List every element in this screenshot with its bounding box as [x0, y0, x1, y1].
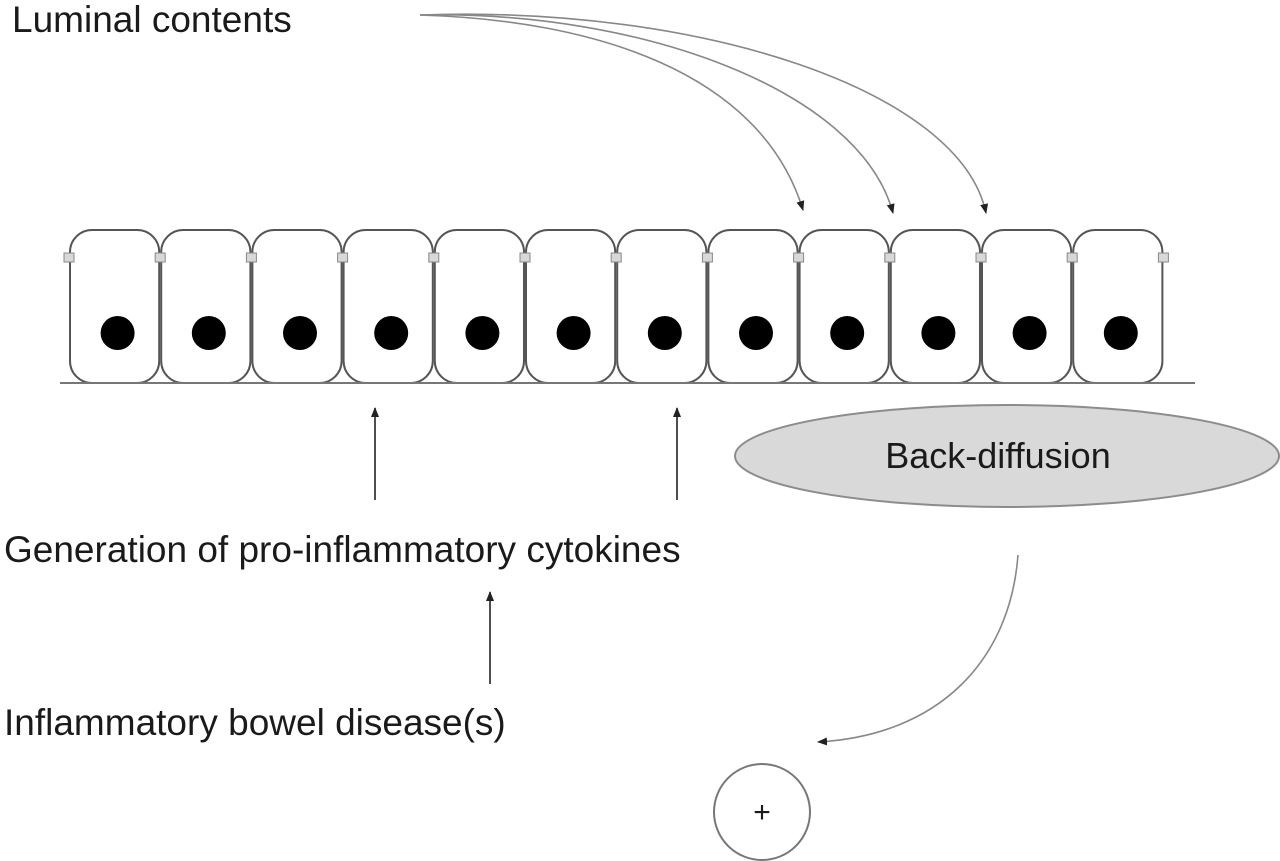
- cell-nucleus: [191, 316, 226, 350]
- luminal-arrow-3: [419, 13, 989, 214]
- tight-junction: [793, 252, 805, 263]
- epithelial-cell: [69, 229, 161, 384]
- epithelial-cell: [981, 229, 1073, 384]
- epithelial-cell: [525, 229, 617, 384]
- back-diffusion-bubble: Back-diffusion: [734, 404, 1280, 508]
- tight-junction: [1066, 252, 1078, 263]
- tight-junction: [610, 252, 622, 263]
- tight-junction: [245, 252, 257, 263]
- cell-nucleus: [647, 316, 682, 350]
- epithelial-cell-layer: [63, 229, 1169, 384]
- tight-junction: [337, 252, 349, 263]
- back-diffusion-arrow: [817, 554, 1019, 746]
- tight-junction: [975, 252, 987, 263]
- tight-junction: [1157, 252, 1169, 263]
- cell-nucleus: [465, 316, 500, 350]
- back-diffusion-ellipse: [734, 404, 1280, 508]
- epithelial-cell: [616, 229, 708, 384]
- luminal-arrows: [419, 13, 989, 214]
- back-diffusion-label: Back-diffusion: [885, 435, 1110, 476]
- cell-nucleus: [739, 316, 773, 350]
- tight-junction: [428, 252, 440, 263]
- cell-nucleus: [1103, 316, 1138, 350]
- epithelial-cell: [798, 229, 890, 384]
- plus-sign: +: [753, 796, 771, 829]
- cytokines-label: Generation of pro-inflammatory cytokines: [4, 529, 681, 570]
- luminal-arrow-1: [419, 14, 805, 211]
- epithelial-cell: [160, 229, 252, 384]
- tight-junction: [701, 252, 713, 263]
- cell-nucleus: [374, 316, 409, 350]
- tight-junction: [154, 252, 166, 263]
- epithelial-cell: [251, 229, 343, 384]
- cell-nucleus: [100, 316, 135, 350]
- cell-nucleus: [1012, 316, 1047, 350]
- cell-nucleus: [830, 316, 865, 350]
- ibd-label: Inflammatory bowel disease(s): [4, 702, 506, 743]
- epithelial-cell: [433, 229, 525, 384]
- epithelial-cell: [1072, 229, 1164, 384]
- luminal-arrow-2: [419, 14, 895, 214]
- luminal-contents-label: Luminal contents: [12, 0, 292, 40]
- tight-junction: [519, 252, 531, 263]
- epithelial-cell: [889, 229, 981, 384]
- plus-circle: [713, 763, 811, 861]
- epithelial-cell: [342, 229, 434, 384]
- cell-nucleus: [283, 316, 317, 350]
- tight-junction: [63, 252, 75, 263]
- tight-junction: [884, 252, 896, 263]
- stimulation-node: +: [713, 763, 811, 861]
- epithelial-cell: [707, 229, 799, 384]
- cell-nucleus: [921, 316, 956, 350]
- cell-nucleus: [556, 316, 591, 350]
